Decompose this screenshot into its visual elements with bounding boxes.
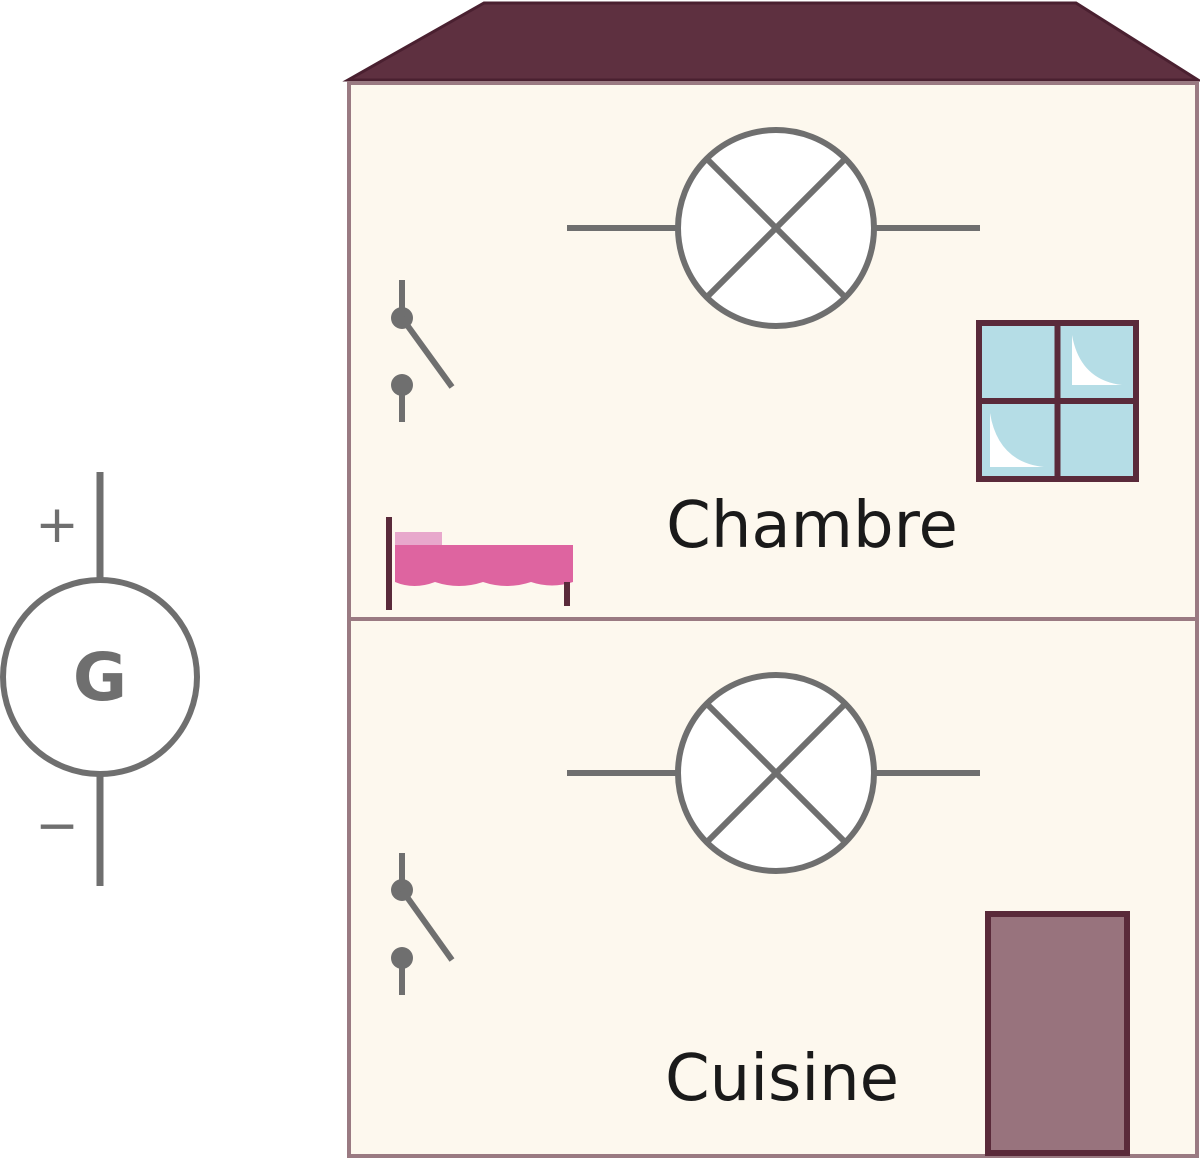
bed (386, 517, 573, 610)
room-label-chambre: Chambre (666, 489, 958, 563)
generator-letter: G (73, 639, 127, 716)
positive-terminal-sign: + (35, 495, 79, 555)
window (976, 320, 1139, 482)
roof (342, 1, 1200, 82)
room-label-cuisine: Cuisine (665, 1042, 899, 1116)
lamp-symbol-upper (567, 127, 980, 329)
switch-symbol-upper (391, 280, 455, 422)
bed-pillow (395, 532, 442, 546)
bed-blanket (395, 545, 573, 586)
door (985, 911, 1130, 1156)
switch-symbol-lower (391, 853, 455, 995)
generator: G + − (0, 472, 200, 886)
lamp-symbol-lower (567, 672, 980, 874)
generator-circle (0, 577, 200, 777)
house: Chambre Cuisine (342, 1, 1200, 1158)
negative-terminal-sign: − (35, 796, 79, 856)
room-chambre: Chambre (386, 127, 1139, 610)
room-cuisine: Cuisine (391, 672, 1130, 1156)
